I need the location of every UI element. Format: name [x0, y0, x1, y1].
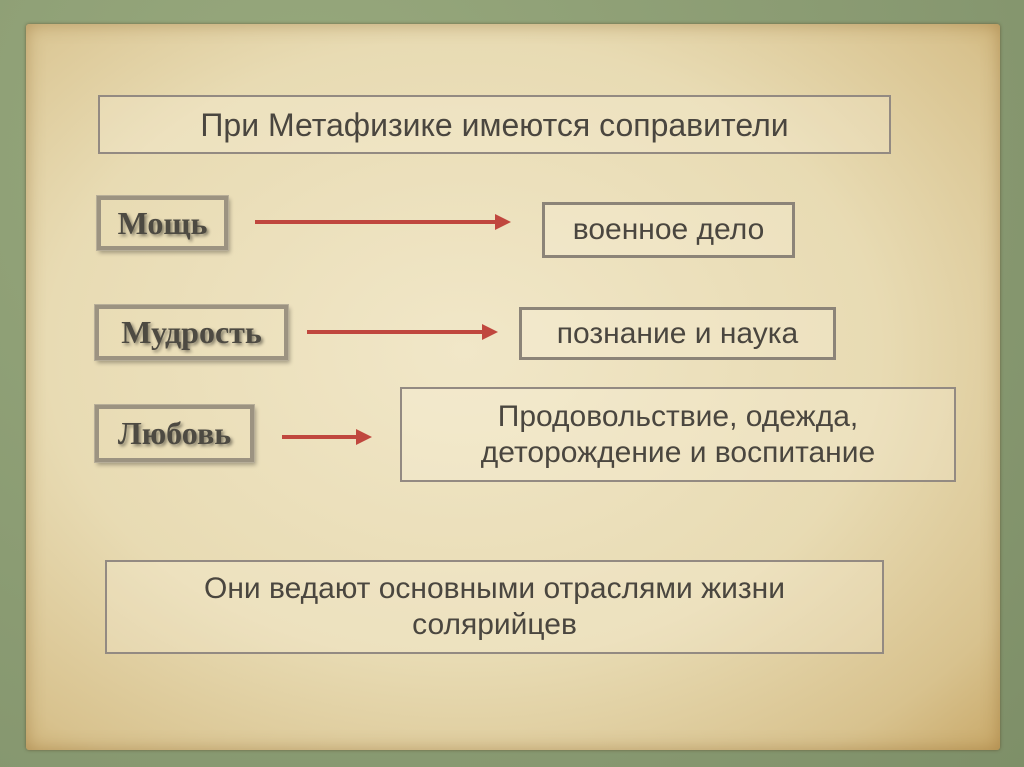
title: При Метафизике имеются соправители — [200, 106, 789, 143]
domain-military: военное дело — [542, 202, 795, 258]
arrow-power — [255, 214, 511, 230]
ruler-power: Мощь — [96, 195, 229, 251]
domain-science: познание и наука — [519, 307, 836, 360]
arrow-love — [282, 429, 372, 445]
ruler-wisdom: Мудрость — [94, 304, 289, 361]
domain-livelihood: Продовольствие, одежда, деторождение и в… — [400, 387, 956, 482]
footer-box: Они ведают основными отраслями жизни сол… — [105, 560, 884, 654]
title-box: При Метафизике имеются соправители — [98, 95, 891, 154]
ruler-love: Любовь — [94, 404, 255, 463]
arrow-wisdom — [307, 324, 498, 340]
